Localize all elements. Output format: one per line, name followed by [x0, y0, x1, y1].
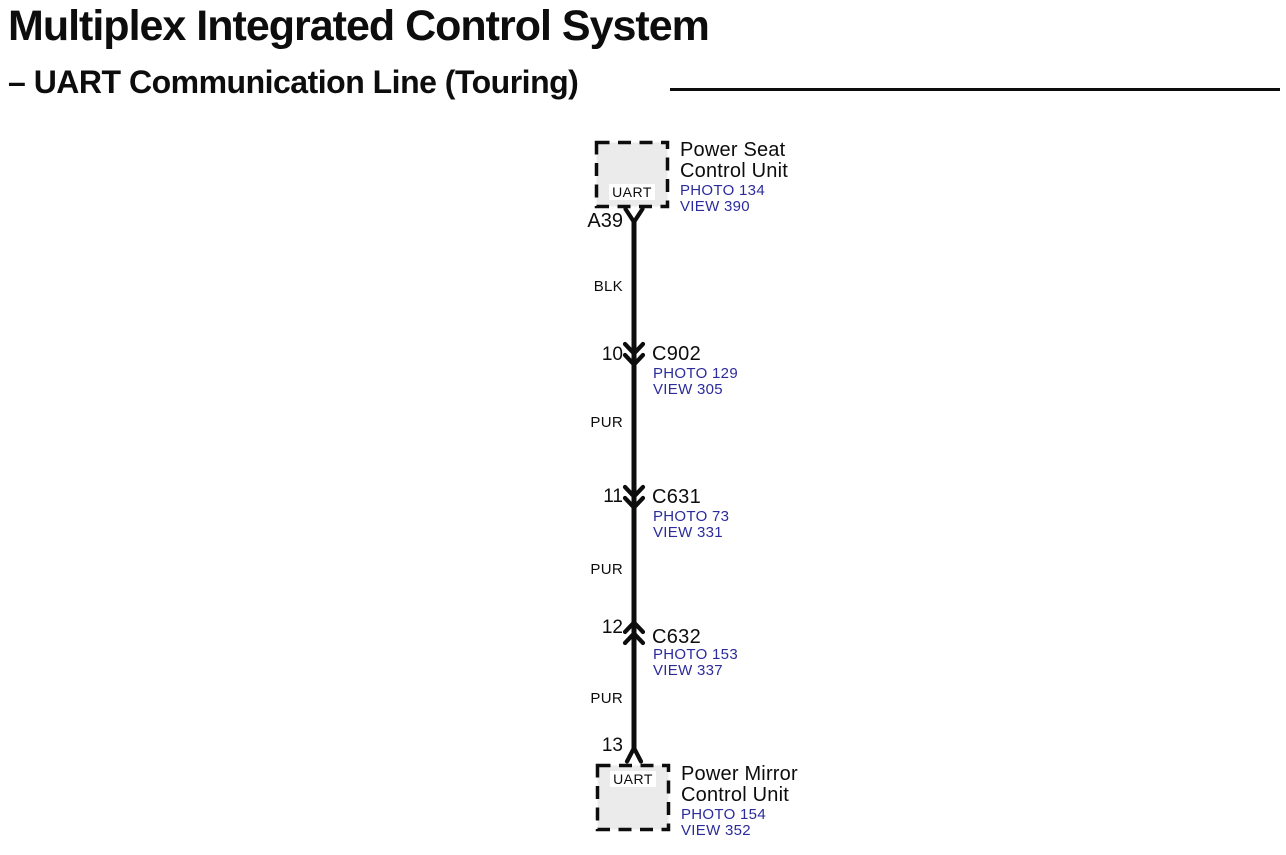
- c632-view-link[interactable]: VIEW 337: [653, 662, 723, 679]
- connector-label-c631: C631: [652, 486, 702, 508]
- power-seat-uart-label-wrap: UART: [596, 184, 668, 202]
- wire-color-label-pur-3: PUR: [590, 690, 623, 707]
- connector-symbol-c631: [622, 484, 646, 510]
- c902-photo-link[interactable]: PHOTO 129: [653, 365, 738, 382]
- c632-photo-link[interactable]: PHOTO 153: [653, 646, 738, 663]
- c631-photo-link[interactable]: PHOTO 73: [653, 508, 730, 525]
- connector-fork-13: [624, 745, 644, 764]
- wire-color-label-blk: BLK: [593, 278, 623, 295]
- power-mirror-name-line2: Control Unit: [681, 784, 789, 806]
- pin-label-12: 12: [601, 617, 623, 638]
- wire-color-label-pur-1: PUR: [590, 414, 623, 431]
- connector-label-c902: C902: [652, 343, 702, 365]
- power-mirror-uart-label: UART: [610, 771, 656, 787]
- connector-symbol-c902: [622, 341, 646, 367]
- wire-color-label-pur-2: PUR: [590, 561, 623, 578]
- power-seat-name-line1: Power Seat: [680, 139, 786, 161]
- terminal-label-a39: A39: [587, 210, 623, 232]
- power-seat-view-link[interactable]: VIEW 390: [680, 198, 750, 215]
- connector-fork-a39: [623, 206, 645, 225]
- power-mirror-photo-link[interactable]: PHOTO 154: [681, 806, 766, 823]
- section-rule: [670, 88, 1280, 91]
- c902-view-link[interactable]: VIEW 305: [653, 381, 723, 398]
- power-mirror-view-link[interactable]: VIEW 352: [681, 822, 751, 839]
- power-mirror-uart-label-wrap: UART: [597, 771, 669, 789]
- connector-label-c632: C632: [652, 626, 702, 648]
- section-title: – UART Communication Line (Touring): [8, 64, 579, 100]
- power-mirror-name-line1: Power Mirror: [681, 763, 798, 785]
- connector-symbol-c632: [622, 620, 646, 646]
- pin-label-13: 13: [601, 735, 623, 756]
- pin-label-11: 11: [603, 486, 623, 507]
- power-seat-uart-label: UART: [609, 184, 655, 200]
- page-title: Multiplex Integrated Control System: [8, 2, 710, 50]
- pin-label-10: 10: [601, 344, 623, 365]
- power-seat-name-line2: Control Unit: [680, 160, 788, 182]
- power-seat-photo-link[interactable]: PHOTO 134: [680, 182, 765, 199]
- c631-view-link[interactable]: VIEW 331: [653, 524, 723, 541]
